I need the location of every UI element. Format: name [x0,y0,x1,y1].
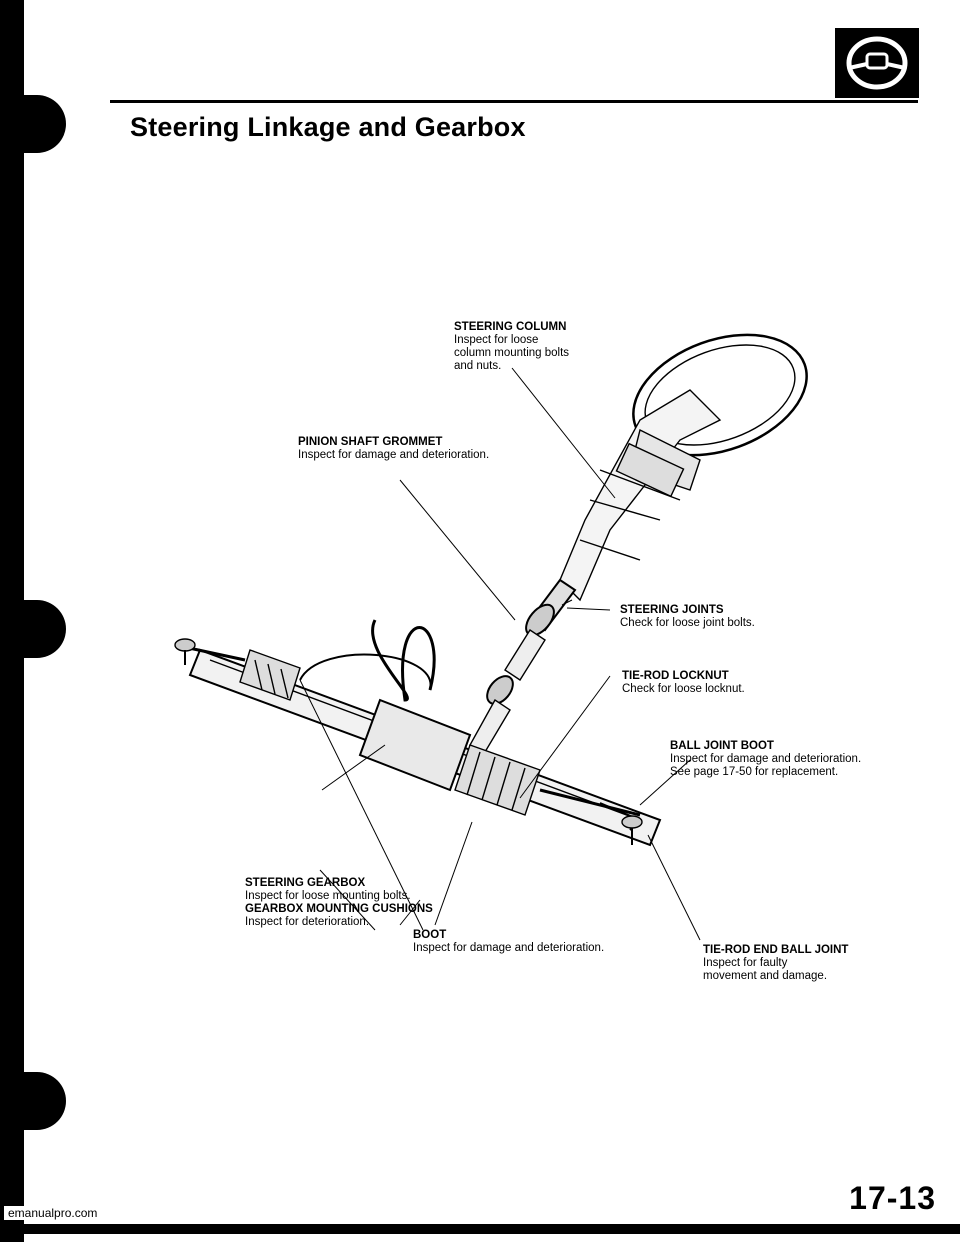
label-tie-rod-locknut: TIE-ROD LOCKNUT Check for loose locknut. [622,670,745,696]
label-heading: STEERING GEARBOX [245,877,366,889]
label-ball-joint-boot: BALL JOINT BOOT Inspect for damage and d… [670,740,861,779]
label-text: Inspect for damage and deterioration. [413,942,605,954]
header-rule [110,100,918,103]
binder-tab [0,95,66,153]
footer-rule [0,1224,960,1234]
label-text: Inspect for loose mounting bolts. [245,890,411,902]
label-heading: BOOT [413,929,447,941]
label-text: See page 17-50 for replacement. [670,766,839,778]
label-text: Inspect for deterioration. [245,916,370,928]
page-title: Steering Linkage and Gearbox [130,112,526,142]
label-steering-joints: STEERING JOINTS Check for loose joint bo… [620,604,755,630]
label-text: Inspect for damage and deterioration. [298,449,490,461]
steering-wheel-icon [835,28,919,98]
label-steering-column: STEERING COLUMN Inspect for loose column… [454,321,574,373]
label-heading: STEERING COLUMN [454,321,567,333]
label-text: Check for loose locknut. [622,683,745,695]
label-heading: GEARBOX MOUNTING CUSHIONS [245,903,433,915]
label-heading: PINION SHAFT GROMMET [298,436,443,448]
label-text: Inspect for faulty movement and damage. [703,957,828,982]
label-heading: BALL JOINT BOOT [670,740,774,752]
label-boot: BOOT Inspect for damage and deterioratio… [413,929,604,955]
label-tie-rod-end: TIE-ROD END BALL JOINT Inspect for fault… [703,944,848,983]
label-text: Inspect for loose column mounting bolts … [454,334,570,372]
label-heading: TIE-ROD LOCKNUT [622,670,729,682]
label-text: Check for loose joint bolts. [620,617,755,629]
label-steering-gearbox: STEERING GEARBOX Inspect for loose mount… [245,877,433,929]
label-text: Inspect for damage and deterioration. [670,753,862,765]
binder-tab [0,600,66,658]
page-number: 17-13 [849,1180,936,1216]
watermark: emanualpro.com [4,1206,102,1220]
label-heading: STEERING JOINTS [620,604,724,616]
label-heading: TIE-ROD END BALL JOINT [703,944,849,956]
label-pinion-shaft-grommet: PINION SHAFT GROMMET Inspect for damage … [298,436,489,462]
binder-tab [0,1072,66,1130]
